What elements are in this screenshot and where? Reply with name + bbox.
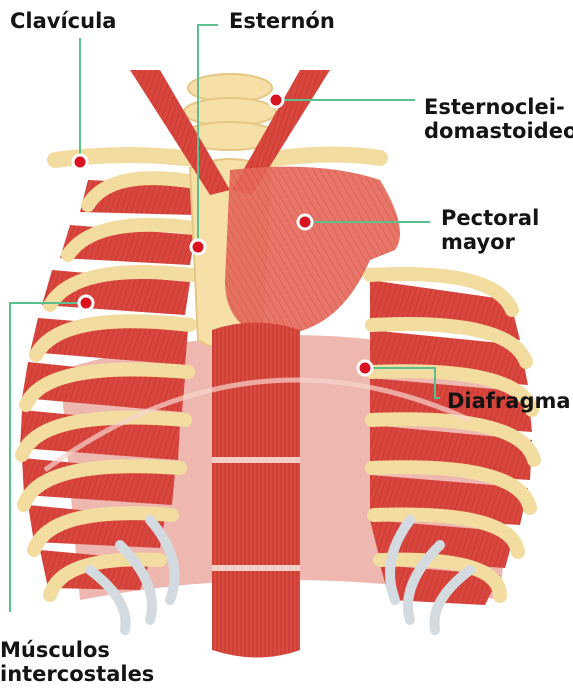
marker-clavicle — [73, 155, 87, 169]
marker-pectoral — [298, 215, 312, 229]
label-intercostal-muscles: Músculos intercostales — [0, 638, 154, 686]
marker-scm — [269, 93, 283, 107]
label-clavicle: Clavícula — [10, 9, 116, 33]
label-pectoralis-major: Pectoral mayor — [441, 206, 539, 254]
label-diaphragm: Diafragma — [447, 389, 571, 413]
label-sternum: Esternón — [229, 9, 335, 33]
label-sternocleidomastoid: Esternoclei- domastoideo — [424, 95, 573, 143]
marker-diaphragm — [358, 361, 372, 375]
rectus-abdominis — [212, 323, 300, 658]
marker-intercostals — [79, 296, 93, 310]
marker-sternum — [191, 240, 205, 254]
